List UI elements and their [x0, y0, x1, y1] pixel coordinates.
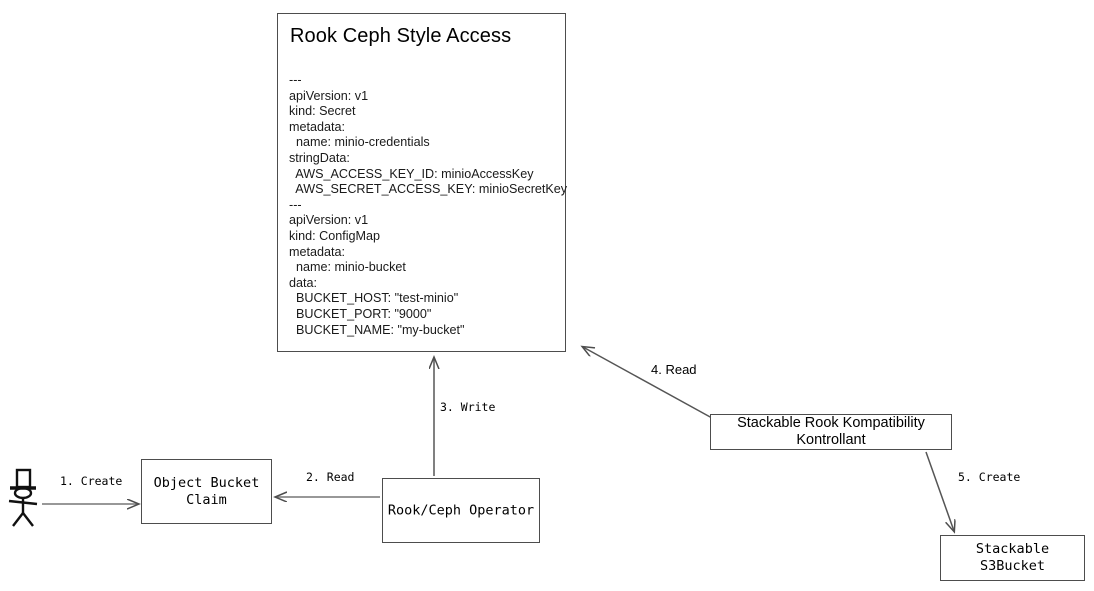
node-rook-ceph-style-access: Rook Ceph Style Access --- apiVersion: v… — [277, 13, 568, 352]
edge-label-1-create: 1. Create — [60, 474, 123, 488]
node-rook-ceph-operator-label: Rook/Ceph Operator — [387, 502, 535, 518]
node-stackable-s3bucket: Stackable S3Bucket — [940, 535, 1085, 581]
edge-label-4-read: 4. Read — [651, 362, 697, 377]
node-object-bucket-claim: Object Bucket Claim — [141, 459, 272, 524]
edge-4-read — [583, 347, 713, 419]
yaml-card-title: Rook Ceph Style Access — [290, 25, 512, 47]
node-object-bucket-claim-label: Object Bucket Claim — [153, 474, 260, 508]
yaml-card-body: --- apiVersion: v1 kind: Secret metadata… — [289, 73, 568, 337]
user-actor — [8, 468, 38, 527]
node-rook-ceph-operator: Rook/Ceph Operator — [382, 478, 540, 543]
edge-label-3-write: 3. Write — [440, 400, 496, 414]
edge-label-5-create: 5. Create — [958, 470, 1021, 484]
edge-label-2-read: 2. Read — [306, 470, 355, 484]
node-stackable-s3bucket-label: Stackable S3Bucket — [975, 541, 1050, 574]
edge-5-create — [925, 451, 954, 531]
node-srkk-label: Stackable Rook Kompatibility Kontrollant — [737, 415, 925, 448]
node-stackable-rook-kompatibility-kontrollant: Stackable Rook Kompatibility Kontrollant — [710, 414, 952, 450]
